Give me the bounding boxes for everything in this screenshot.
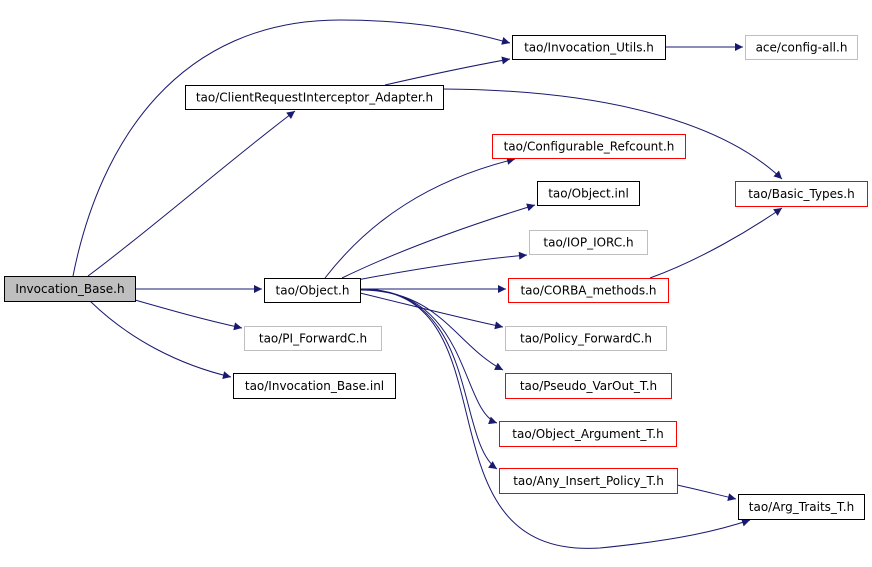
node-box: [185, 85, 444, 110]
node-box: [505, 326, 667, 351]
edge-cri_adapter-to-invocation_utils: [384, 56, 511, 86]
node-box: [264, 278, 361, 303]
node-label: tao/Object_Argument_T.h: [512, 427, 663, 441]
node-label: tao/Basic_Types.h: [748, 187, 854, 201]
node-label: tao/Configurable_Refcount.h: [504, 140, 675, 154]
node-box: [499, 421, 677, 447]
node-label: tao/Arg_Traits_T.h: [749, 500, 854, 514]
edge-object_h-to-configurable_refcount: [324, 157, 516, 279]
node-label: Invocation_Base.h: [15, 282, 124, 296]
node-policy-forwardc: tao/Policy_ForwardC.h: [505, 326, 667, 351]
node-object-h[interactable]: tao/Object.h: [264, 278, 361, 303]
edge-invocation_base-to-cri_adapter: [87, 110, 296, 277]
node-box: [244, 326, 382, 351]
node-box: [738, 494, 865, 520]
edges-layer: [72, 19, 783, 549]
node-invocation-base[interactable]: Invocation_Base.h: [4, 276, 136, 302]
node-basic-types[interactable]: tao/Basic_Types.h: [735, 181, 868, 207]
node-cri-adapter[interactable]: tao/ClientRequestInterceptor_Adapter.h: [185, 85, 444, 110]
edge-any_insert_policy-to-arg_traits: [676, 484, 737, 502]
node-label: tao/IOP_IORC.h: [543, 236, 633, 250]
node-label: tao/Invocation_Base.inl: [245, 379, 384, 393]
node-box: [529, 230, 648, 255]
node-pi-forwardc: tao/PI_ForwardC.h: [244, 326, 382, 351]
node-invocation-base-inl[interactable]: tao/Invocation_Base.inl: [233, 373, 396, 399]
node-box: [505, 373, 672, 399]
node-object-inl[interactable]: tao/Object.inl: [537, 181, 640, 206]
node-configurable-refcount[interactable]: tao/Configurable_Refcount.h: [492, 134, 686, 159]
node-label: tao/CORBA_methods.h: [520, 284, 656, 298]
node-label: tao/Object.h: [276, 284, 350, 298]
nodes-layer: Invocation_Base.h tao/Invocation_Utils.h a…: [4, 35, 868, 520]
node-box: [508, 278, 669, 303]
node-label: tao/Object.inl: [548, 187, 629, 201]
node-label: tao/Policy_ForwardC.h: [520, 332, 652, 346]
edge-object_h-to-policy_forwardc: [359, 292, 504, 330]
node-label: tao/ClientRequestInterceptor_Adapter.h: [196, 91, 433, 105]
node-box: [233, 373, 396, 399]
node-label: tao/Pseudo_VarOut_T.h: [520, 379, 657, 393]
node-label: tao/Any_Insert_Policy_T.h: [513, 474, 664, 488]
node-box: [499, 468, 678, 494]
node-label: tao/Invocation_Utils.h: [524, 41, 654, 55]
node-invocation-utils[interactable]: tao/Invocation_Utils.h: [512, 35, 666, 60]
node-label: ace/config-all.h: [756, 41, 848, 55]
edge-corba_methods-to-basic_types: [649, 207, 783, 279]
edge-invocation_base-to-invocation_utils: [72, 19, 511, 277]
node-label: tao/PI_ForwardC.h: [259, 332, 367, 346]
edge-object_h-to-arg_traits: [359, 288, 751, 549]
edge-object_h-to-object_inl: [341, 203, 536, 279]
node-corba-methods[interactable]: tao/CORBA_methods.h: [508, 278, 669, 303]
node-any-insert-policy[interactable]: tao/Any_Insert_Policy_T.h: [499, 468, 678, 494]
node-box: [512, 35, 666, 60]
edge-invocation_base-to-pi_forwardc: [134, 299, 243, 331]
node-iop-iorc: tao/IOP_IORC.h: [529, 230, 648, 255]
node-box: [537, 181, 640, 206]
edge-invocation_base-to-invocation_base_inl: [89, 300, 232, 380]
node-box: [735, 181, 868, 207]
node-box: [4, 276, 136, 302]
node-arg-traits[interactable]: tao/Arg_Traits_T.h: [738, 494, 865, 520]
node-config-all: ace/config-all.h: [745, 35, 858, 60]
edge-cri_adapter-to-basic_types: [442, 88, 783, 180]
edge-object_h-to-iop_iorc: [356, 251, 528, 281]
node-box: [745, 35, 858, 60]
node-box: [492, 134, 686, 159]
node-object-argument[interactable]: tao/Object_Argument_T.h: [499, 421, 677, 447]
node-pseudo-varout[interactable]: tao/Pseudo_VarOut_T.h: [505, 373, 672, 399]
